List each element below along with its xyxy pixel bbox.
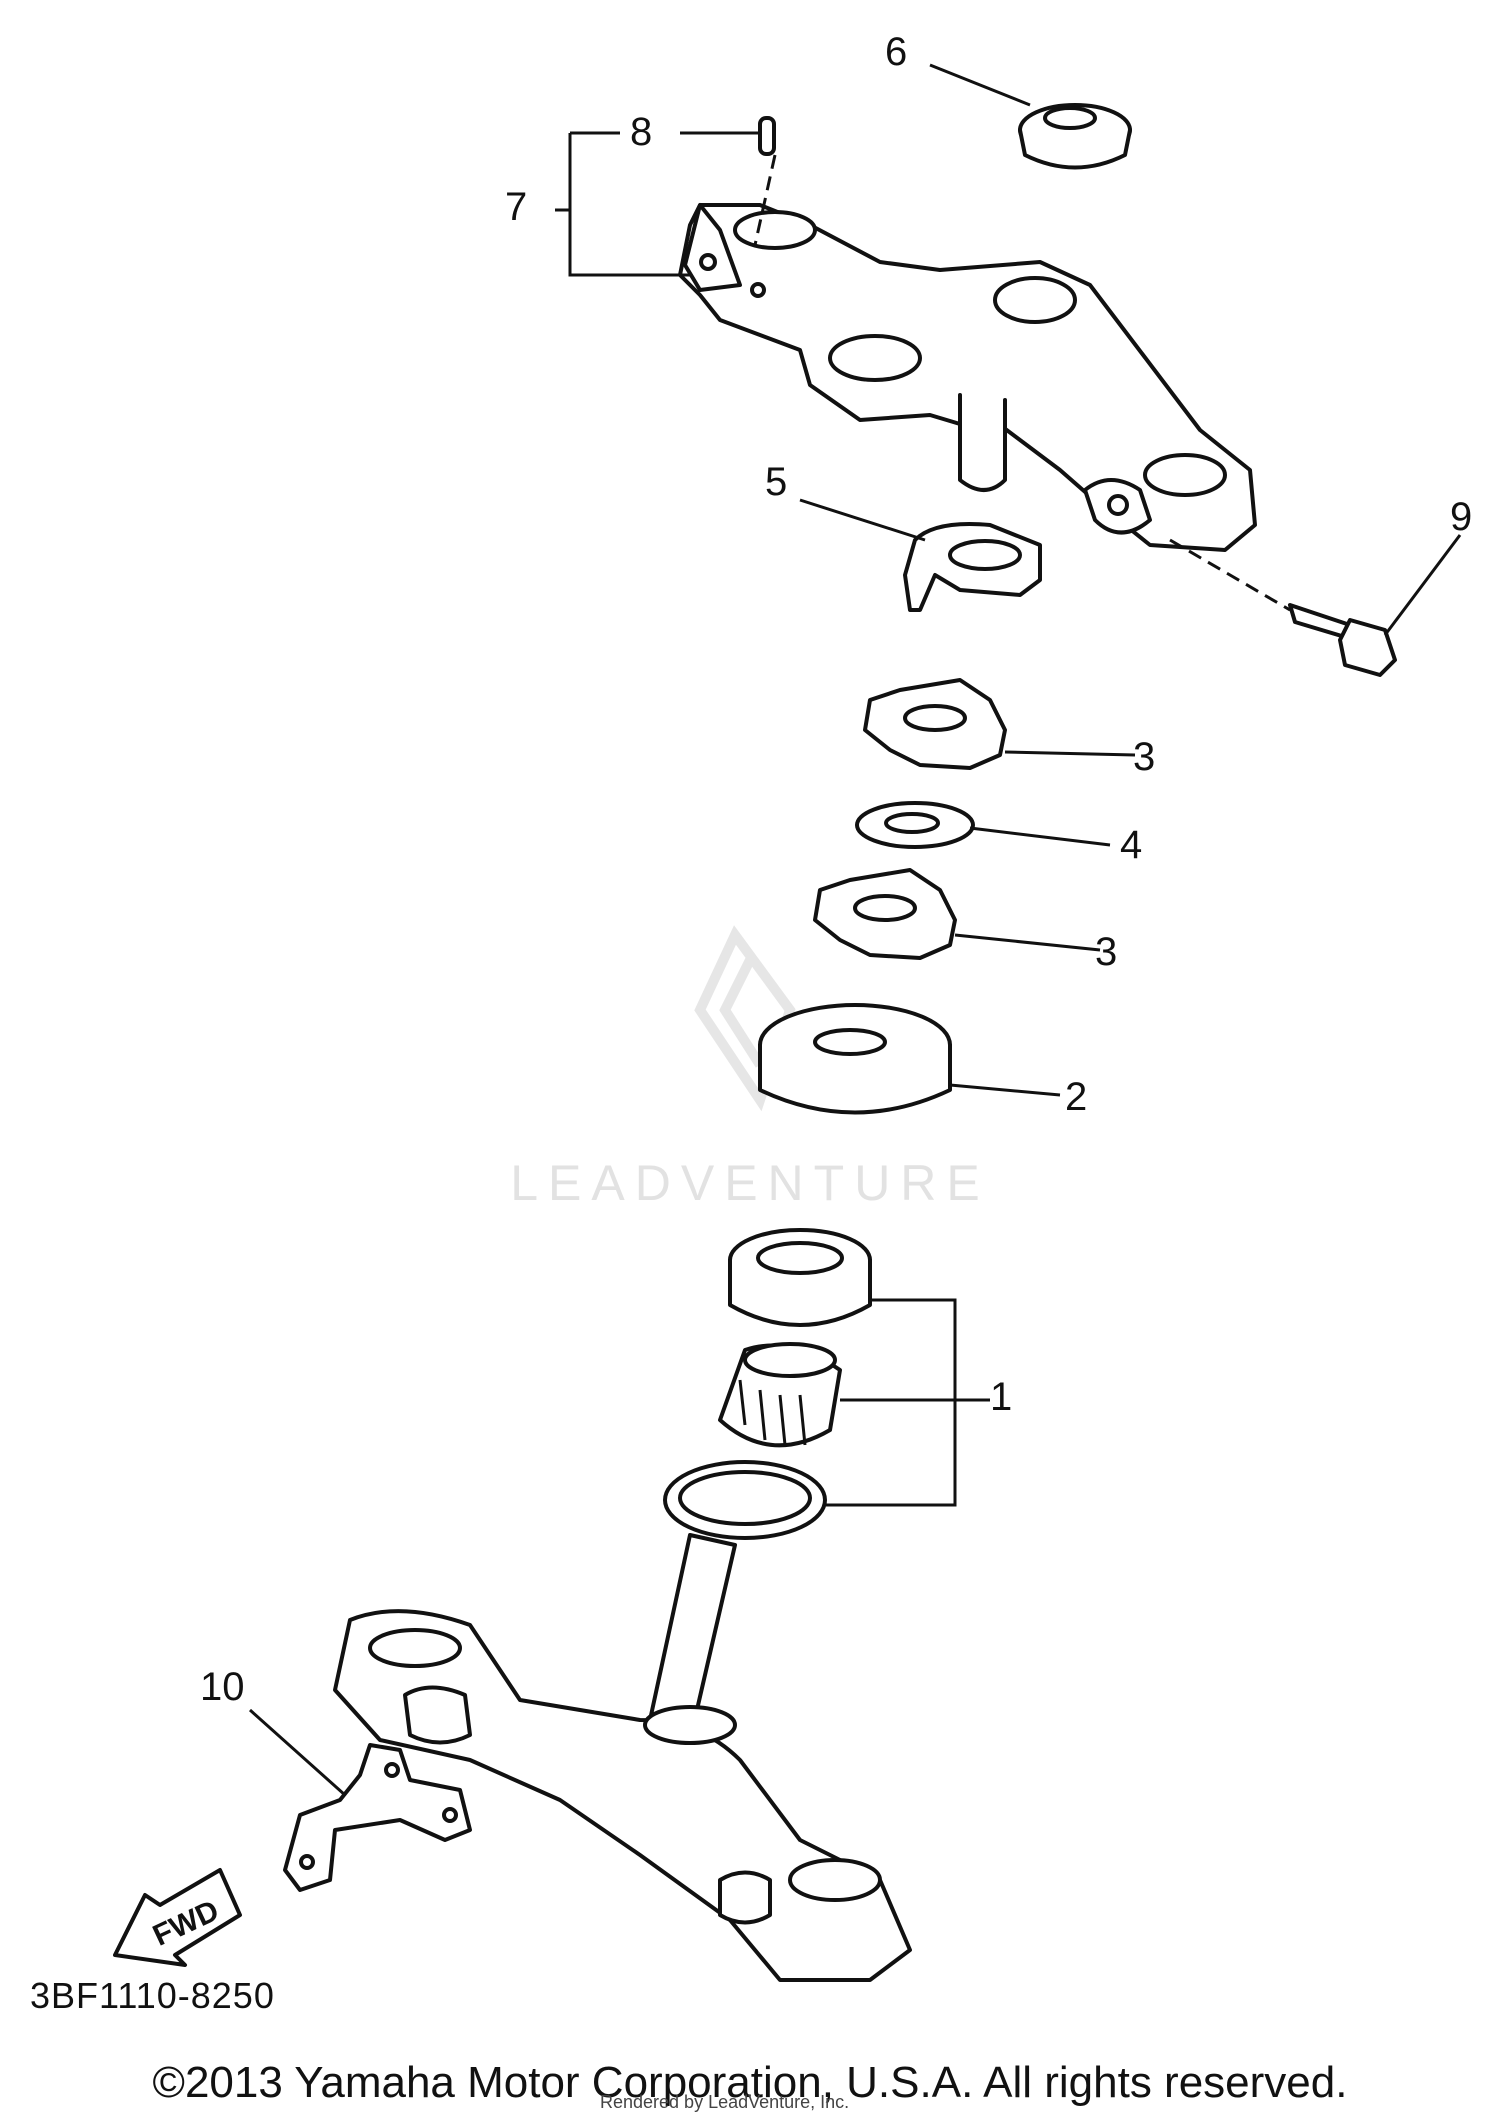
leader-lines	[248, 63, 1462, 1797]
callout-4: 4	[1120, 823, 1142, 867]
callout-6: 6	[885, 30, 907, 74]
part-4-washer[interactable]	[855, 801, 975, 849]
watermark-text: LEADVENTURE	[510, 1155, 990, 1211]
callouts: 1 2 3 3 4 5 6 7 8 9 10	[200, 30, 1472, 1709]
part-6-cap-nut[interactable]	[1018, 103, 1132, 170]
lower-bracket-steering-stem[interactable]	[333, 1533, 912, 1982]
part-10-stay[interactable]	[283, 1743, 472, 1892]
part-8-pin[interactable]	[758, 116, 776, 156]
part-7-upper-bracket[interactable]	[678, 203, 1257, 552]
watermark: LEADVENTURE	[510, 925, 990, 1211]
callout-9: 9	[1450, 495, 1472, 539]
callout-2: 2	[1065, 1075, 1087, 1119]
callout-3-lower: 3	[1095, 930, 1117, 974]
part-5-lock-washer[interactable]	[903, 522, 1042, 612]
callout-1: 1	[990, 1375, 1012, 1419]
fwd-arrow: FWD	[113, 1868, 242, 1967]
part-2-cover[interactable]	[758, 1003, 952, 1115]
callout-3-upper: 3	[1133, 735, 1155, 779]
part-3-ring-nut-upper[interactable]	[863, 678, 1007, 770]
callout-7: 7	[505, 185, 527, 229]
part-3-ring-nut-lower[interactable]	[813, 868, 957, 960]
drawing-code: 3BF1110-8250	[30, 1975, 275, 2016]
copyright-notice: ©2013 Yamaha Motor Corporation, U.S.A. A…	[152, 2058, 1348, 2107]
part-9-bolt[interactable]	[1288, 603, 1397, 677]
callout-10: 10	[200, 1665, 245, 1709]
website-credit: Rendered by LeadVenture, Inc.	[600, 2092, 850, 2112]
callout-8: 8	[630, 110, 652, 154]
part-1-bearing-set[interactable]	[663, 1228, 872, 1540]
callout-5: 5	[765, 460, 787, 504]
